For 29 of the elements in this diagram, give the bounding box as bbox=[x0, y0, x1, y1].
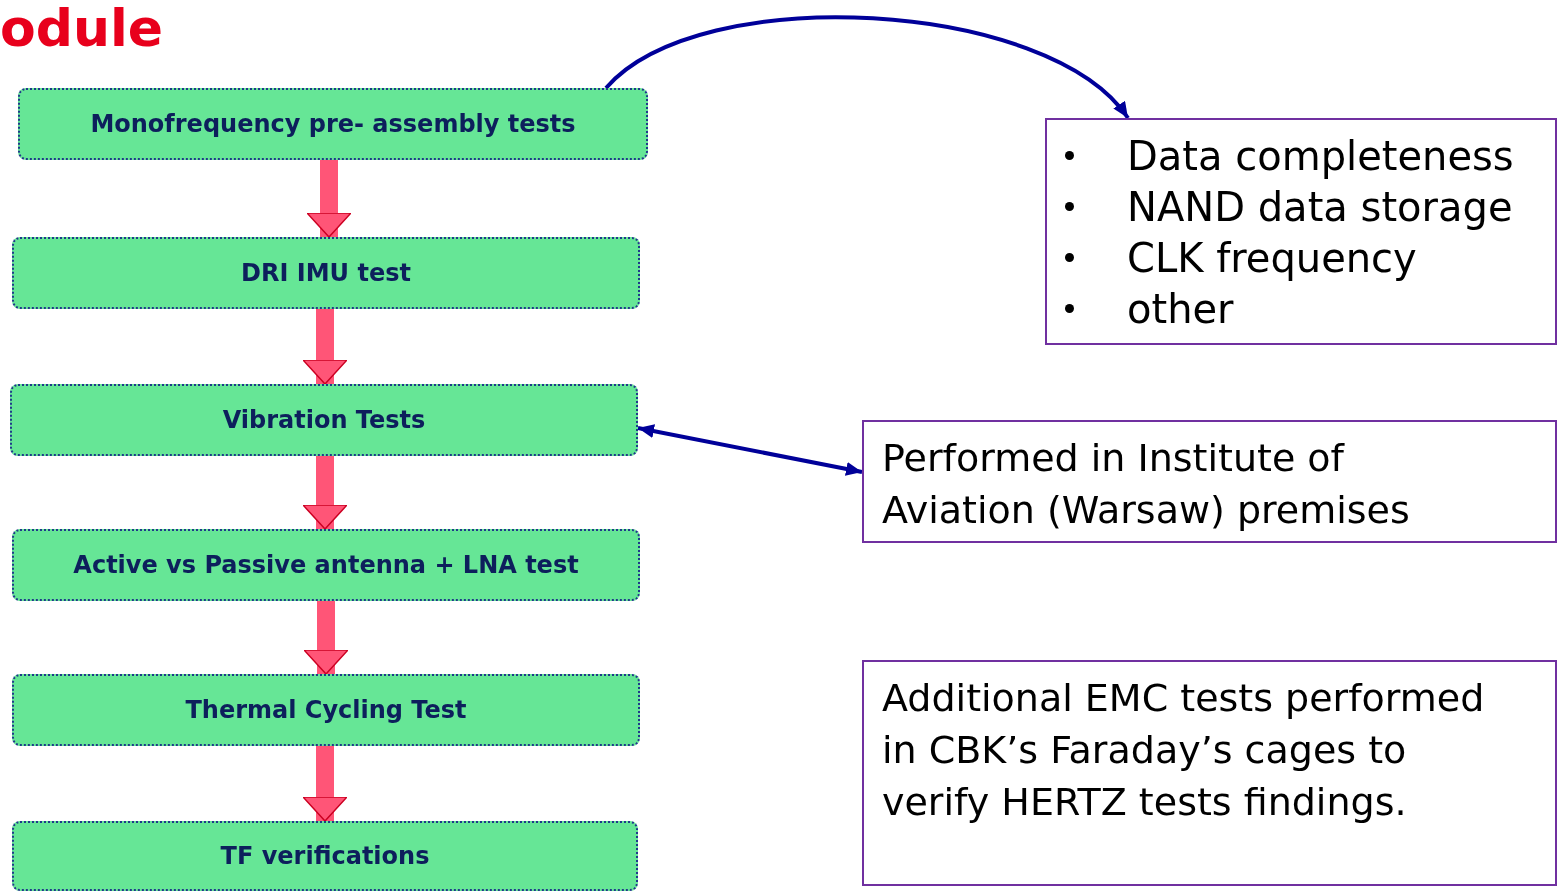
block-arrow bbox=[303, 601, 349, 675]
note-box bbox=[1045, 118, 1557, 345]
list-item: NAND data storage bbox=[1127, 182, 1513, 231]
note-box bbox=[862, 420, 1557, 543]
process-box bbox=[12, 821, 638, 891]
process-box bbox=[10, 384, 638, 456]
list-item: CLK frequency bbox=[1127, 233, 1417, 282]
note-text: Performed in Institute of Aviation (Warsaw) premises bbox=[882, 435, 1411, 534]
step-label: Monofrequency pre- assembly tests bbox=[90, 109, 576, 140]
slide-title: odule bbox=[0, 0, 164, 56]
list-item: other bbox=[1127, 284, 1234, 333]
block-arrow bbox=[302, 309, 348, 385]
process-box bbox=[12, 674, 640, 746]
process-box bbox=[12, 237, 640, 309]
step-label: Active vs Passive antenna + LNA test bbox=[73, 550, 579, 581]
block-arrow bbox=[306, 160, 352, 238]
process-box bbox=[12, 529, 640, 601]
step-label: Thermal Cycling Test bbox=[185, 695, 467, 726]
block-arrow bbox=[302, 746, 348, 822]
process-box bbox=[18, 88, 648, 160]
arrow bbox=[604, 15, 1130, 120]
step-label: Vibration Tests bbox=[222, 405, 426, 436]
step-label: TF verifications bbox=[220, 841, 430, 872]
step-label: DRI IMU test bbox=[241, 258, 411, 289]
list-item: Data completeness bbox=[1127, 131, 1514, 180]
note-box bbox=[862, 660, 1557, 886]
block-arrow bbox=[302, 456, 348, 530]
note-text: Additional EMC tests performed in CBK’s Faraday’s cages to verify HERTZ tests findings. bbox=[882, 675, 1486, 826]
arrow bbox=[637, 424, 863, 476]
